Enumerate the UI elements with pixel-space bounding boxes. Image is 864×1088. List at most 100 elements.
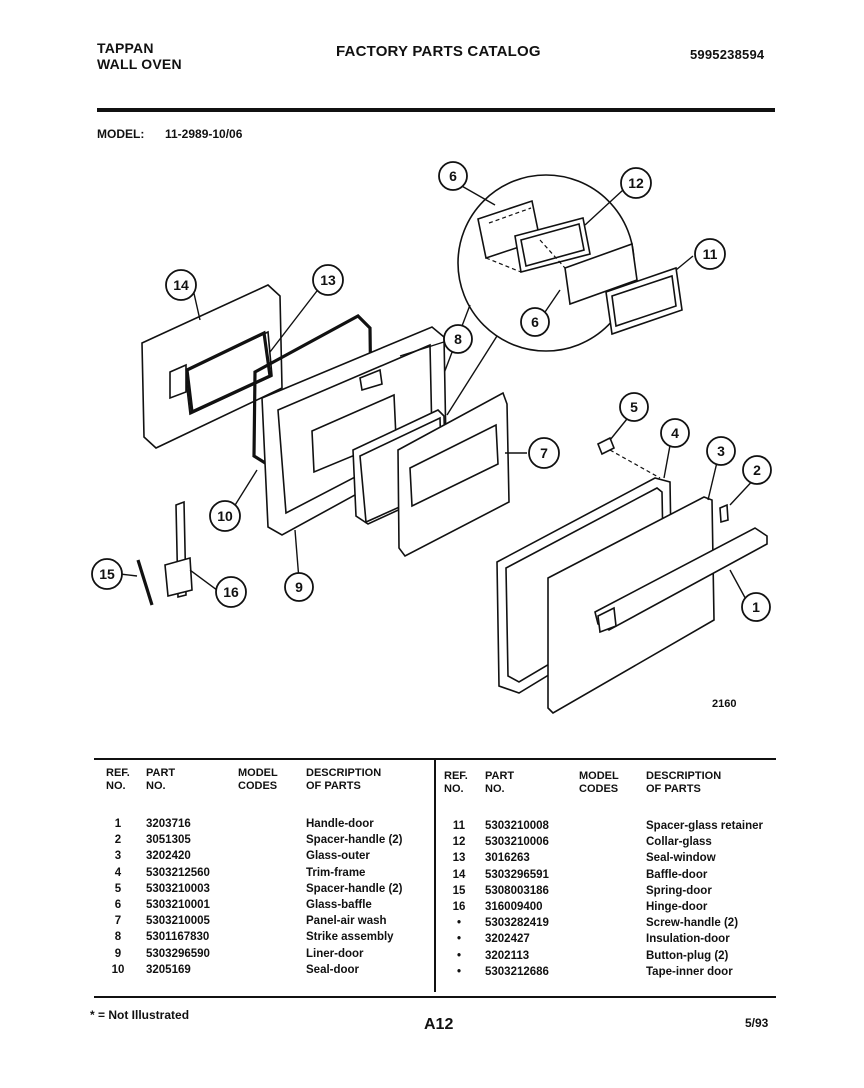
catalog-date: 5/93 xyxy=(745,1016,769,1030)
callout-9: 9 xyxy=(284,572,314,602)
svg-text:5: 5 xyxy=(630,399,638,415)
table-cell-desc: Spring-door xyxy=(646,884,712,897)
table-cell-desc: Hinge-door xyxy=(646,901,708,913)
callout-11: 11 xyxy=(694,238,726,270)
table-cell-desc: Button-plug (2) xyxy=(646,949,729,962)
svg-text:8: 8 xyxy=(454,331,462,347)
svg-text:4: 4 xyxy=(671,425,679,441)
table-cell-ref: 10 xyxy=(111,963,125,976)
svg-text:6: 6 xyxy=(449,168,457,184)
callout-6-top: 6 xyxy=(438,161,468,191)
table-column-divider xyxy=(434,760,436,992)
table-cell-part: 5308003186 xyxy=(485,884,549,897)
table-cell-desc: Tape-inner door xyxy=(646,965,733,978)
table-cell-ref: • xyxy=(456,933,462,946)
spacer-handle xyxy=(719,503,729,524)
table-cell-ref: 2 xyxy=(114,834,122,847)
table-cell-part: 5301167830 xyxy=(146,931,210,944)
table-cell-part: 3205169 xyxy=(146,963,191,976)
table-cell-desc: Collar-glass xyxy=(646,836,712,849)
table-cell-part: 5303210001 xyxy=(146,899,210,911)
table-cell-desc: Strike assembly xyxy=(306,931,394,944)
header-ref-right: REF. NO. xyxy=(444,770,468,795)
svg-text:16: 16 xyxy=(223,584,239,600)
svg-text:9: 9 xyxy=(295,579,303,595)
table-cell-ref: 14 xyxy=(452,868,466,881)
svg-text:7: 7 xyxy=(540,445,548,461)
table-cell-ref: 3 xyxy=(114,850,122,863)
table-cell-desc: Baffle-door xyxy=(646,868,708,881)
callout-12: 12 xyxy=(620,167,652,199)
header-model-left: MODEL CODES xyxy=(238,767,278,792)
table-cell-desc: Insulation-door xyxy=(646,933,730,946)
page-number: A12 xyxy=(424,1016,454,1033)
table-cell-part: 5303212560 xyxy=(146,866,210,879)
product-name: WALL OVEN xyxy=(97,56,182,72)
header-desc-right: DESCRIPTION OF PARTS xyxy=(646,770,722,795)
handle-door xyxy=(594,527,768,631)
table-cell-ref: 13 xyxy=(452,852,466,865)
svg-text:12: 12 xyxy=(628,175,644,191)
table-cell-ref: 5 xyxy=(114,882,122,895)
svg-text:6: 6 xyxy=(531,314,539,330)
callout-13: 13 xyxy=(312,264,344,296)
table-cell-part: 3203716 xyxy=(146,818,191,830)
svg-text:13: 13 xyxy=(320,272,336,288)
header-rule xyxy=(97,108,775,112)
table-cell-ref: • xyxy=(456,965,462,978)
table-cell-ref: 7 xyxy=(114,915,122,928)
table-cell-desc: Panel-air wash xyxy=(306,915,387,928)
strike-assembly xyxy=(359,368,383,392)
model-number: 11-2989-10/06 xyxy=(165,127,243,141)
callout-6-detail: 6 xyxy=(520,307,550,337)
exploded-parts-diagram: 1 2 3 4 5 6 6 7 8 9 10 11 12 13 14 15 16 xyxy=(91,161,772,714)
table-cell-ref: 4 xyxy=(114,866,122,879)
table-cell-part: 3202427 xyxy=(485,933,530,946)
table-cell-desc: Seal-door xyxy=(306,963,360,976)
table-cell-part: 3016263 xyxy=(485,852,530,865)
callout-8: 8 xyxy=(443,324,473,354)
table-cell-desc: Spacer-handle (2) xyxy=(306,882,403,895)
callout-5: 5 xyxy=(619,392,649,422)
table-cell-desc: Glass-outer xyxy=(306,850,370,863)
callout-14: 14 xyxy=(165,269,197,301)
table-cell-part: 5303210003 xyxy=(146,882,210,895)
callout-7: 7 xyxy=(528,437,560,469)
table-cell-part: 3202113 xyxy=(485,949,530,962)
table-cell-ref: 6 xyxy=(114,899,122,911)
svg-text:3: 3 xyxy=(717,443,725,459)
table-cell-ref: 11 xyxy=(452,820,466,832)
table-cell-part: 5303296590 xyxy=(146,947,210,960)
table-cell-ref: • xyxy=(456,949,462,962)
catalog-title: FACTORY PARTS CATALOG xyxy=(336,43,541,60)
svg-text:2: 2 xyxy=(753,462,761,478)
model-label: MODEL: xyxy=(97,127,145,141)
table-cell-part: 5303210005 xyxy=(146,915,210,928)
callout-10: 10 xyxy=(209,500,241,532)
table-cell-desc: Trim-frame xyxy=(306,866,366,879)
not-illustrated-note: * = Not Illustrated xyxy=(90,1008,190,1022)
table-cell-part: 5303212686 xyxy=(485,965,549,978)
header-model-right: MODEL CODES xyxy=(579,770,619,795)
spacer-handle-2 xyxy=(596,436,616,456)
table-cell-part: 5303282419 xyxy=(485,917,549,930)
table-cell-ref: 9 xyxy=(114,947,122,960)
svg-text:11: 11 xyxy=(703,246,718,262)
callout-2: 2 xyxy=(742,455,772,485)
callout-15: 15 xyxy=(91,558,123,590)
parts-table: REF. NO. PART NO. MODEL CODES DESCRIPTIO… xyxy=(94,758,776,998)
header-part-right: PART NO. xyxy=(485,770,515,795)
table-cell-ref: 12 xyxy=(452,836,466,849)
table-cell-part: 3202420 xyxy=(146,850,191,863)
svg-text:15: 15 xyxy=(99,566,115,582)
table-cell-desc: Spacer-glass retainer xyxy=(646,820,763,832)
table-cell-desc: Spacer-handle (2) xyxy=(306,834,403,847)
table-cell-desc: Handle-door xyxy=(306,818,374,830)
brand-name: TAPPAN xyxy=(97,40,154,56)
catalog-number: 5995238594 xyxy=(690,47,765,62)
table-cell-desc: Glass-baffle xyxy=(306,899,372,911)
table-cell-ref: 16 xyxy=(452,901,466,913)
table-cell-part: 3051305 xyxy=(146,834,191,847)
svg-text:10: 10 xyxy=(217,508,233,524)
table-cell-part: 5303210006 xyxy=(485,836,549,849)
